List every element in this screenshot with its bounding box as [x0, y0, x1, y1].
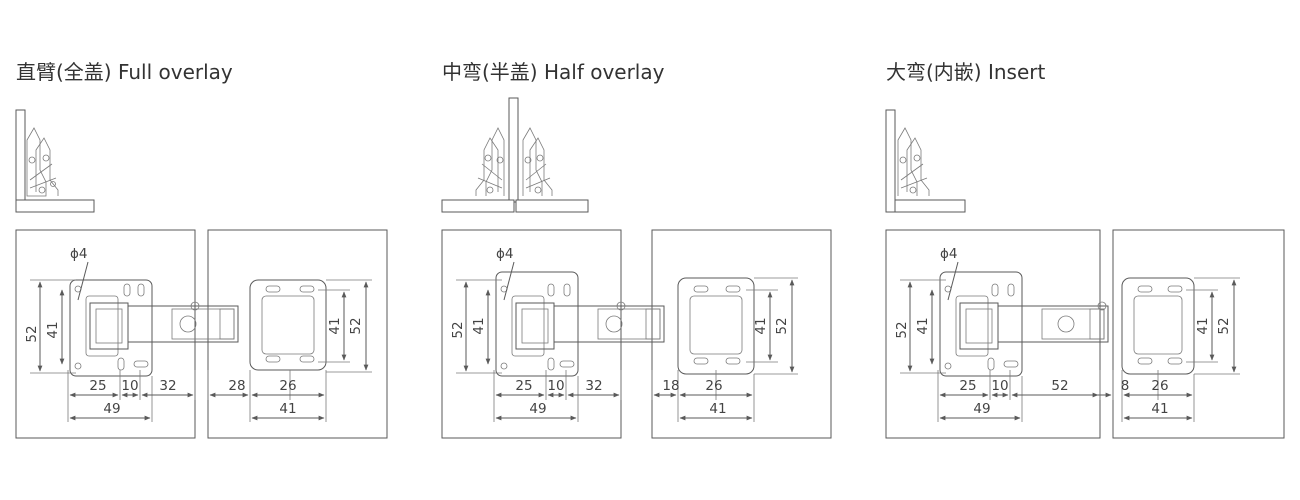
side-view — [885, 109, 966, 213]
dim-label: 41 — [1151, 401, 1168, 417]
hole-diameter-label: ϕ4 — [940, 246, 958, 262]
dim-label: 10 — [547, 378, 564, 394]
panel-title: 中弯(半盖) Half overlay — [442, 60, 665, 84]
dim-label: 49 — [529, 401, 546, 417]
dim-label: 26 — [705, 378, 722, 394]
dim-label: 41 — [45, 321, 61, 338]
dim-label: 52 — [1216, 317, 1232, 334]
dim-label: 49 — [973, 401, 990, 417]
door-box — [1112, 229, 1285, 439]
dim-label: 52 — [894, 321, 910, 338]
dim-label: 41 — [709, 401, 726, 417]
door-panel — [441, 199, 515, 213]
dim-label: 25 — [515, 378, 532, 394]
panel-insert: 大弯(内嵌) Insert — [885, 60, 1285, 439]
hole-diameter-label: ϕ4 — [496, 246, 514, 262]
hole-leader — [503, 261, 515, 301]
dim-label: 18 — [662, 378, 679, 394]
panel-half-overlay: 中弯(半盖) Half overlay — [441, 60, 832, 439]
panel-title: 直臂(全盖) Full overlay — [16, 60, 233, 84]
cabinet-side-panel — [508, 97, 519, 203]
hinge-cup-plate — [249, 279, 327, 371]
door-panel — [515, 199, 589, 213]
dim-label: 52 — [1051, 378, 1068, 394]
dim-label: 41 — [915, 317, 931, 334]
dim-label: 41 — [1195, 317, 1211, 334]
dim-label: 52 — [24, 325, 40, 342]
dim-label: 25 — [89, 378, 106, 394]
dim-label: 32 — [159, 378, 176, 394]
mounting-plate — [939, 271, 1023, 377]
dim-label: 10 — [121, 378, 138, 394]
dim-label: 41 — [753, 317, 769, 334]
cabinet-side-panel — [885, 109, 896, 213]
door-panel — [15, 199, 95, 213]
dim-label: 41 — [471, 317, 487, 334]
side-view — [441, 97, 589, 213]
dim-label: 32 — [585, 378, 602, 394]
hinge-side-icon — [475, 127, 553, 196]
hole-diameter-label: ϕ4 — [70, 246, 88, 262]
dim-label: 52 — [348, 317, 364, 334]
dim-label: 8 — [1121, 378, 1130, 394]
hinge-side-icon — [897, 127, 930, 196]
dim-label: 52 — [450, 321, 466, 338]
cabinet-side-panel — [15, 109, 26, 203]
dim-label: 52 — [774, 317, 790, 334]
dim-label: 26 — [1151, 378, 1168, 394]
screw-hole — [500, 362, 508, 370]
screw-hole — [944, 362, 952, 370]
mounting-plate — [495, 271, 579, 377]
mounting-plate — [69, 279, 153, 377]
dim-label: 41 — [279, 401, 296, 417]
panel-title: 大弯(内嵌) Insert — [886, 60, 1045, 84]
door-box — [651, 229, 832, 439]
hole-leader — [77, 261, 89, 301]
side-view — [15, 109, 95, 213]
dim-label: 26 — [279, 378, 296, 394]
dim-label: 49 — [103, 401, 120, 417]
dim-label: 25 — [959, 378, 976, 394]
cabinet-box — [441, 229, 622, 439]
screw-hole — [74, 362, 82, 370]
dim-label: 10 — [991, 378, 1008, 394]
hole-leader — [947, 261, 959, 301]
door-panel — [894, 199, 966, 213]
hinge-side-icon — [26, 127, 59, 197]
dim-label: 28 — [228, 378, 245, 394]
cabinet-box — [15, 229, 196, 439]
panel-full-overlay: 直臂(全盖) Full overlay — [15, 60, 388, 439]
dim-label: 41 — [327, 317, 343, 334]
cabinet-box — [885, 229, 1101, 439]
hinge-arm — [515, 301, 665, 350]
hinge-arm — [89, 301, 239, 350]
hinge-arm — [959, 301, 1109, 350]
